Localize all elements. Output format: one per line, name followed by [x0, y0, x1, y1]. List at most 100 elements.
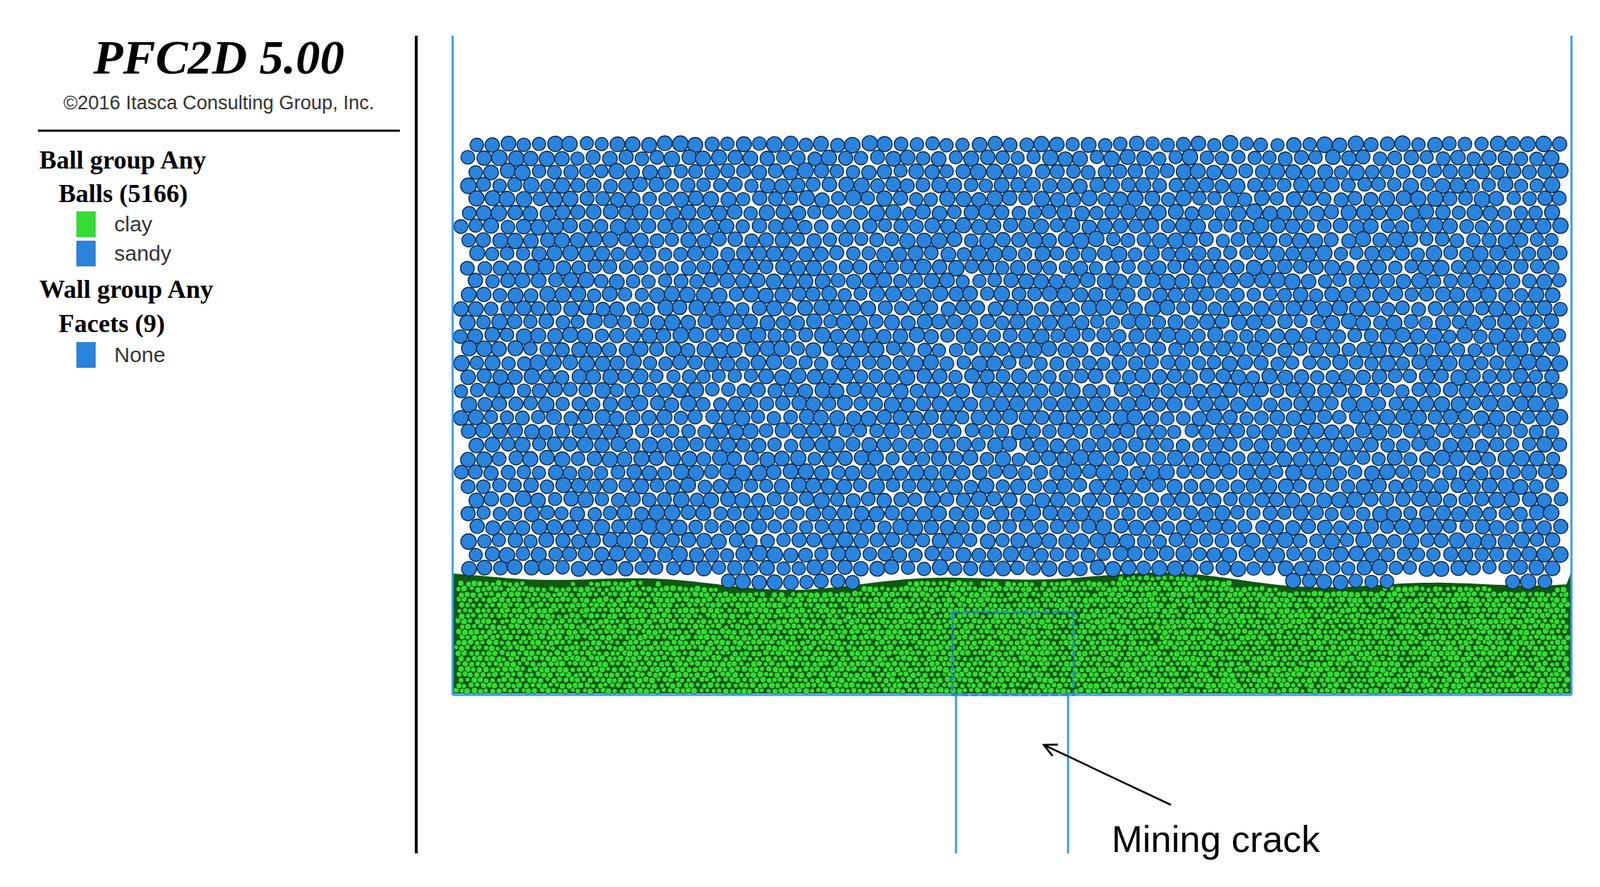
- clay-ball: [832, 656, 839, 662]
- clay-ball: [621, 671, 628, 678]
- clay-ball: [489, 688, 496, 694]
- clay-ball: [1287, 644, 1293, 650]
- clay-ball: [1143, 640, 1149, 646]
- clay-ball: [934, 639, 941, 645]
- clay-ball: [1532, 645, 1539, 652]
- clay-ball: [654, 688, 661, 694]
- clay-ball: [692, 666, 699, 673]
- clay-ball: [826, 643, 833, 650]
- clay-ball: [1539, 645, 1546, 652]
- clay-ball: [814, 677, 821, 684]
- clay-ball: [1357, 661, 1364, 667]
- clay-ball: [799, 639, 806, 646]
- clay-ball: [566, 682, 573, 689]
- clay-ball: [706, 660, 714, 667]
- clay-ball: [464, 676, 470, 682]
- clay-ball: [663, 639, 671, 647]
- clay-ball: [606, 643, 613, 651]
- clay-ball: [1416, 676, 1423, 683]
- clay-ball: [895, 645, 901, 651]
- clay-ball: [1018, 634, 1025, 640]
- clay-ball: [1373, 644, 1380, 651]
- clay-ball: [1183, 666, 1189, 672]
- clay-ball: [619, 666, 625, 672]
- clay-ball: [659, 682, 665, 688]
- clay-ball: [664, 660, 671, 667]
- clay-ball: [469, 661, 475, 667]
- clay-ball: [661, 676, 668, 682]
- clay-ball: [1093, 682, 1100, 689]
- clay-ball: [999, 645, 1006, 652]
- clay-ball: [559, 639, 566, 645]
- clay-ball: [1550, 661, 1556, 667]
- clay-ball: [1440, 677, 1447, 684]
- clay-ball: [1385, 676, 1392, 683]
- clay-ball: [1030, 634, 1037, 642]
- clay-ball: [1427, 666, 1434, 673]
- clay-ball: [1121, 635, 1127, 641]
- clay-ball: [965, 661, 972, 668]
- clay-ball: [1149, 683, 1155, 689]
- clay-ball: [1433, 633, 1441, 640]
- clay-ball: [1081, 650, 1089, 657]
- clay-ball: [1422, 676, 1429, 684]
- clay-ball: [456, 682, 462, 689]
- clay-ball: [1260, 649, 1266, 655]
- clay-ball: [1214, 677, 1220, 683]
- clay-ball: [1060, 633, 1067, 640]
- clay-ball: [710, 645, 716, 651]
- clay-ball: [970, 640, 978, 647]
- clay-ball: [1189, 687, 1196, 694]
- clay-ball: [1294, 677, 1301, 684]
- clay-ball: [845, 656, 851, 662]
- clay-ball: [596, 639, 603, 647]
- clay-ball: [1394, 661, 1401, 668]
- clay-ball: [851, 645, 858, 652]
- clay-ball: [1372, 686, 1380, 694]
- clay-ball: [1357, 681, 1364, 688]
- clay-ball: [1097, 634, 1104, 640]
- clay-ball: [507, 688, 513, 694]
- clay-ball: [1401, 639, 1408, 646]
- clay-ball: [983, 661, 990, 667]
- clay-ball: [1128, 688, 1134, 694]
- clay-ball: [1158, 656, 1164, 662]
- clay-ball: [622, 640, 629, 647]
- clay-ball: [1029, 656, 1036, 663]
- clay-ball: [1531, 682, 1537, 688]
- clay-ball: [1557, 687, 1565, 694]
- clay-ball: [504, 639, 512, 647]
- clay-ball: [1527, 687, 1533, 693]
- clay-ball: [1195, 688, 1201, 694]
- clay-ball: [1508, 677, 1515, 684]
- clay-ball: [618, 634, 624, 640]
- clay-ball: [1505, 661, 1512, 668]
- clay-ball: [563, 644, 570, 652]
- clay-ball: [714, 649, 720, 655]
- clay-ball: [786, 681, 794, 689]
- clay-ball: [668, 656, 674, 662]
- clay-ball: [916, 671, 922, 677]
- clay-ball: [1541, 650, 1548, 657]
- clay-ball: [1483, 645, 1490, 652]
- clay-ball: [511, 640, 518, 647]
- clay-ball: [1195, 656, 1201, 662]
- clay-ball: [941, 681, 947, 687]
- clay-ball: [786, 651, 792, 657]
- clay-ball: [841, 640, 847, 646]
- clay-ball: [1088, 649, 1094, 655]
- clay-ball: [569, 666, 576, 673]
- clay-ball: [1047, 676, 1054, 684]
- clay-ball: [1429, 678, 1435, 684]
- clay-ball: [1224, 650, 1230, 656]
- clay-ball: [938, 634, 944, 640]
- clay-ball: [1536, 639, 1542, 644]
- clay-ball: [1335, 655, 1343, 662]
- clay-ball: [1170, 666, 1176, 672]
- clay-ball: [1035, 688, 1041, 694]
- clay-ball: [1060, 645, 1066, 651]
- clay-ball: [748, 677, 754, 683]
- clay-ball: [1363, 683, 1369, 689]
- clay-ball: [686, 677, 692, 683]
- clay-ball: [611, 677, 618, 684]
